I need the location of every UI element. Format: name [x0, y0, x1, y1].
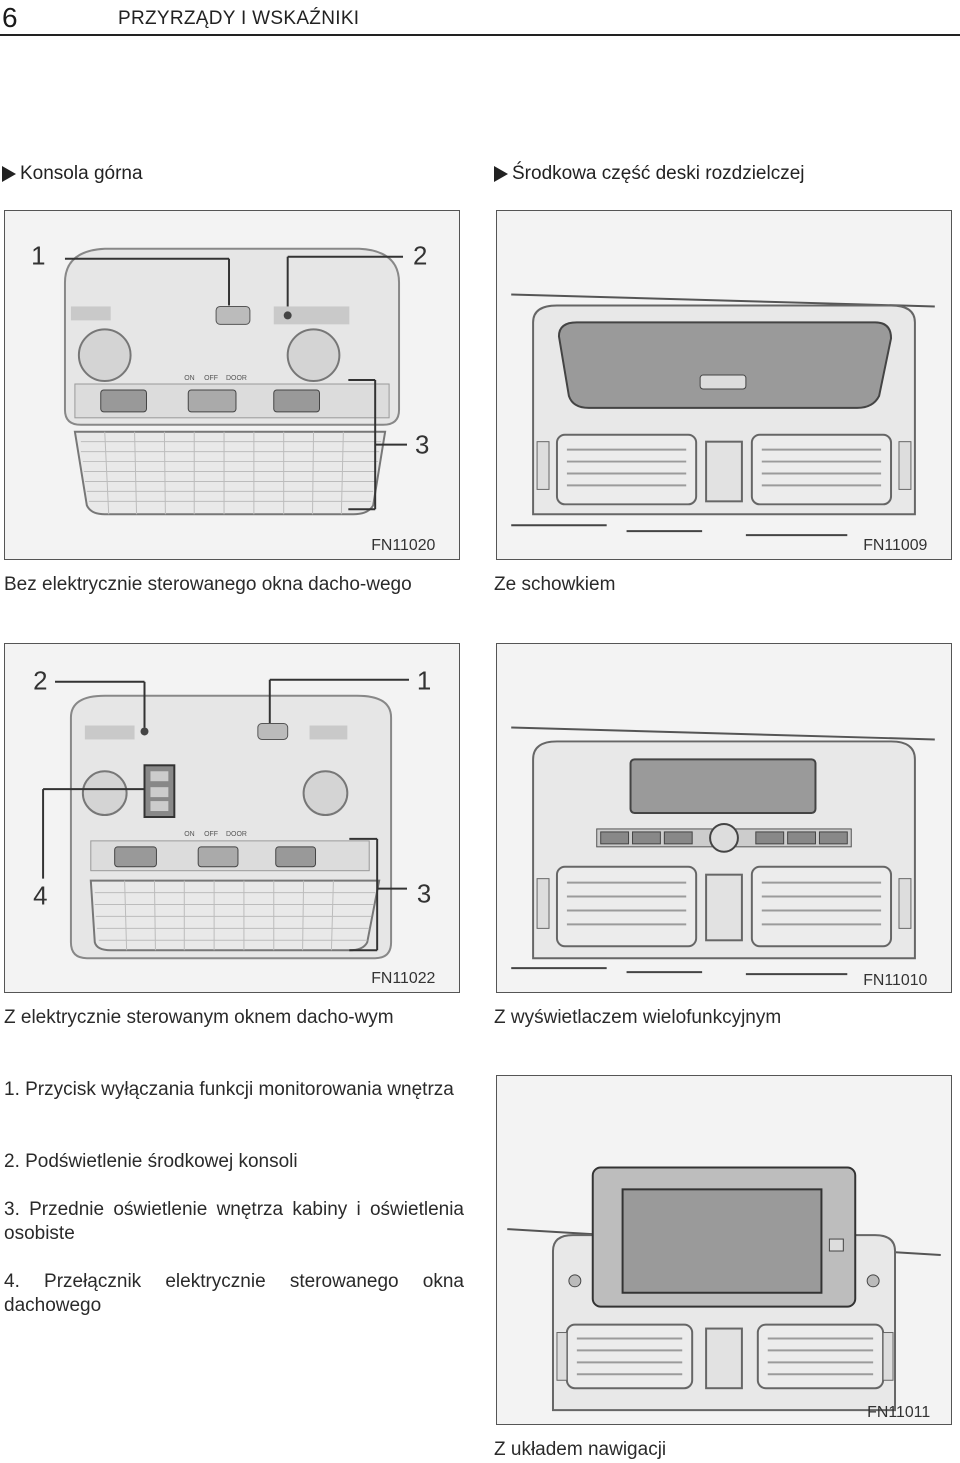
- bullet-triangle-icon: [494, 166, 508, 182]
- legend-item-1: 1. Przycisk wyłączania funkcji monitorow…: [4, 1079, 454, 1100]
- figure-caption-4: Z wyświetlaczem wielofunkcyjnym: [494, 1007, 782, 1028]
- switch-label-off: OFF: [204, 375, 218, 382]
- figure-code: FN11009: [863, 537, 927, 554]
- figure-center-dash-multidisplay: FN11010: [496, 643, 952, 993]
- switch-label-on: ON: [184, 375, 194, 382]
- figure-caption-2: Ze schowkiem: [494, 574, 616, 595]
- figure-overhead-console: ON OFF DOOR 1 2 3 FN11020: [4, 210, 460, 560]
- callout-1: 1: [31, 243, 45, 271]
- switch-label-off: OFF: [204, 831, 218, 838]
- overhead-console-illustration: ON OFF DOOR 1 2 3 FN11020: [5, 211, 459, 559]
- callout-4: 4: [33, 883, 47, 911]
- figure-code: FN11020: [371, 537, 435, 554]
- center-dash-navigation-illustration: FN11011: [497, 1076, 951, 1424]
- bullet-triangle-icon: [2, 166, 16, 182]
- center-dash-illustration: FN11009: [497, 211, 951, 559]
- figure-overhead-console-sunroof: ON OFF DOOR 2 1 4 3 FN11022: [4, 643, 460, 993]
- figure-code: FN11011: [867, 1404, 930, 1421]
- header-rule: [0, 34, 960, 36]
- figure-caption-1: Bez elektrycznie sterowanego okna dacho-…: [4, 574, 412, 595]
- figure-center-dash-navigation: FN11011: [496, 1075, 952, 1425]
- page-number: 6: [2, 2, 18, 33]
- legend-item-2: 2. Podświetlenie środkowej konsoli: [4, 1151, 298, 1172]
- callout-1: 1: [417, 668, 431, 696]
- figure-center-dash-glovebox: FN11009: [496, 210, 952, 560]
- figure-code: FN11022: [371, 970, 435, 987]
- chapter-title: PRZYRZĄDY I WSKAŹNIKI: [118, 8, 360, 29]
- center-dash-multidisplay-illustration: FN11010: [497, 644, 951, 992]
- figure-caption-5: Z układem nawigacji: [494, 1439, 667, 1460]
- callout-2: 2: [33, 668, 47, 696]
- section-heading-right-text: Środkowa część deski rozdzielczej: [512, 163, 805, 184]
- switch-label-door: DOOR: [226, 375, 247, 382]
- callout-3: 3: [417, 881, 431, 909]
- overhead-console-sunroof-illustration: ON OFF DOOR 2 1 4 3 FN11022: [5, 644, 459, 992]
- figure-caption-3: Z elektrycznie sterowanym oknem dacho-wy…: [4, 1007, 394, 1028]
- legend-item-3: 3. Przednie oświetlenie wnętrza kabiny i…: [4, 1199, 464, 1244]
- callout-2: 2: [413, 243, 427, 271]
- switch-label-on: ON: [184, 831, 194, 838]
- switch-label-door: DOOR: [226, 831, 247, 838]
- legend-item-4: 4. Przełącznik elektrycznie sterowanego …: [4, 1271, 464, 1316]
- section-heading-right: Środkowa część deski rozdzielczej: [494, 163, 805, 185]
- section-heading-left-text: Konsola górna: [20, 163, 143, 184]
- callout-3: 3: [415, 432, 429, 460]
- figure-code: FN11010: [863, 972, 927, 989]
- section-heading-left: Konsola górna: [2, 163, 143, 185]
